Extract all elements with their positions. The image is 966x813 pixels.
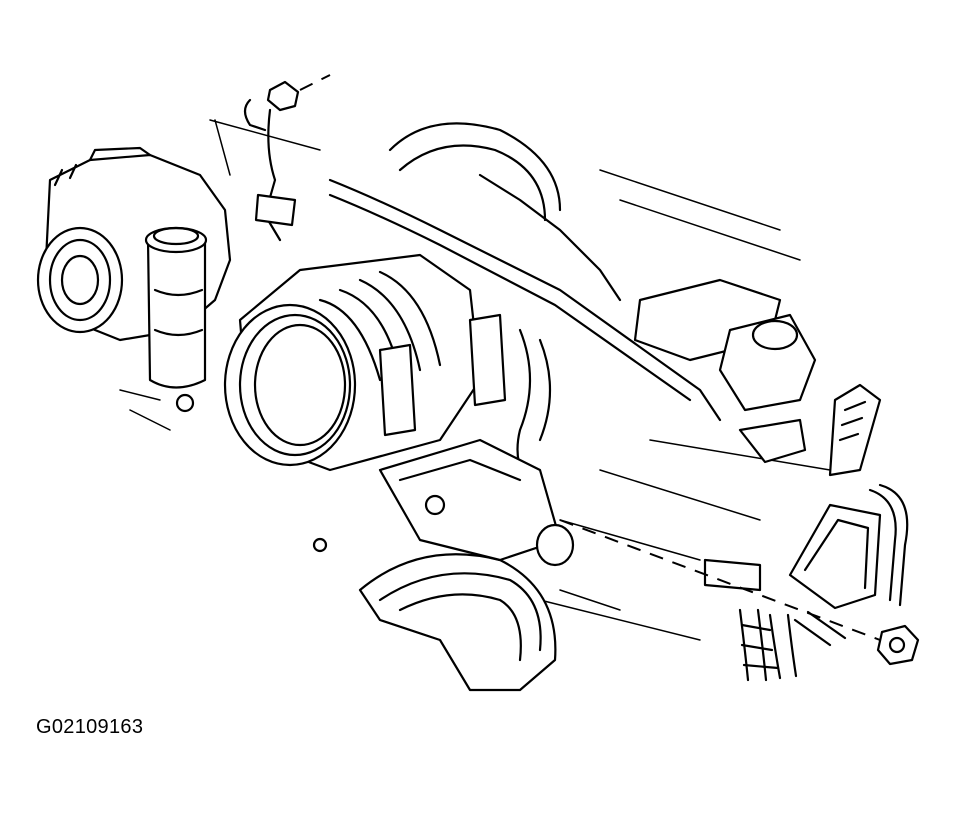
power-steering-reservoir	[144, 226, 208, 413]
crank-pulley	[358, 553, 557, 692]
engine-bracket	[312, 438, 575, 567]
sensor-bracket	[828, 383, 882, 477]
frame-lines	[119, 119, 831, 641]
harness-connectors	[703, 558, 847, 682]
bolt-callout	[559, 519, 920, 666]
control-module	[788, 483, 909, 610]
hoses-and-harness	[254, 108, 722, 502]
figure-id-label: G02109163	[36, 716, 144, 738]
ac-compressor	[223, 253, 507, 472]
egr-valve	[633, 278, 817, 464]
ground-bolt-callout	[243, 74, 331, 132]
